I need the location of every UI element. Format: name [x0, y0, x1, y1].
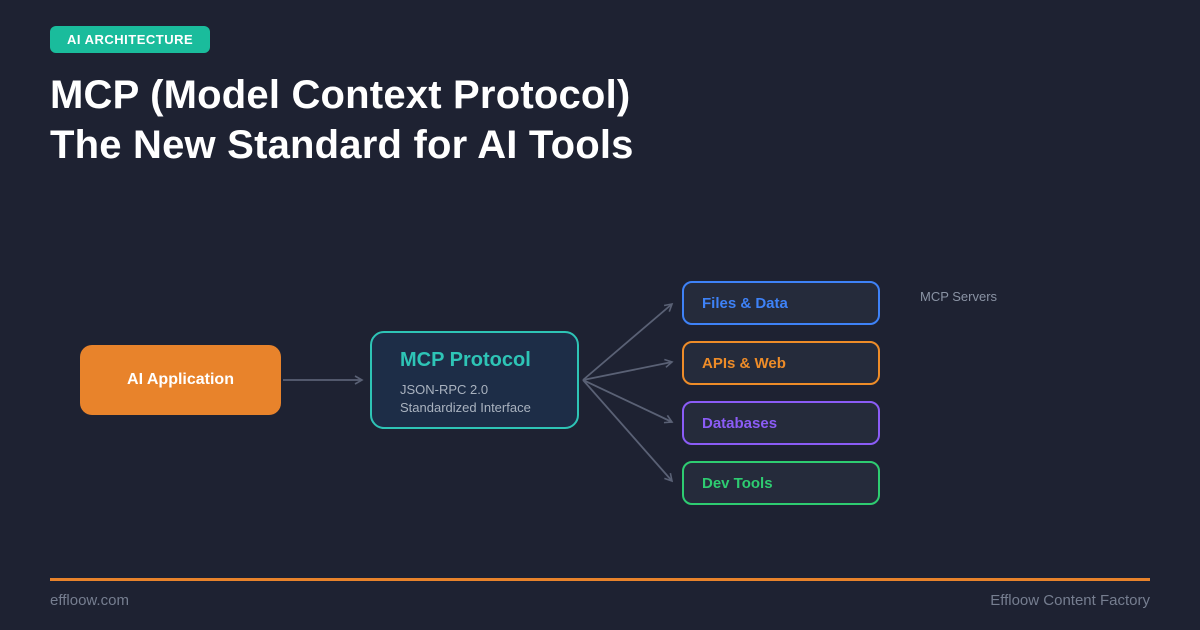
page-title-line1: MCP (Model Context Protocol)	[50, 73, 631, 117]
server-node-apis-web: APIs & Web	[682, 341, 880, 385]
mcp-protocol-node: MCP Protocol JSON-RPC 2.0 Standardized I…	[370, 331, 579, 429]
server-node-databases: Databases	[682, 401, 880, 445]
mcp-protocol-subtitle-line1: JSON-RPC 2.0	[400, 382, 489, 397]
ai-application-label: AI Application	[127, 371, 234, 388]
ai-application-node: AI Application	[80, 345, 281, 415]
server-node-label: Files & Data	[702, 294, 788, 312]
page-title: MCP (Model Context Protocol) The New Stan…	[50, 70, 634, 170]
footer-site-url: effloow.com	[50, 592, 129, 609]
mcp-protocol-subtitle-line2: Standardized Interface	[400, 400, 531, 415]
footer-divider	[50, 578, 1150, 581]
server-node-files-data: Files & Data	[682, 281, 880, 325]
category-badge: AI ARCHITECTURE	[50, 26, 211, 53]
mcp-servers-label: MCP Servers	[920, 289, 998, 304]
server-node-label: Dev Tools	[702, 474, 773, 492]
footer-brand: Effloow Content Factory	[990, 592, 1150, 609]
server-node-label: APIs & Web	[702, 354, 786, 372]
page-title-line2: The New Standard for AI Tools	[50, 123, 634, 167]
server-node-label: Databases	[702, 414, 778, 432]
server-node-dev-tools: Dev Tools	[682, 461, 880, 505]
mcp-protocol-title: MCP Protocol	[400, 349, 531, 371]
